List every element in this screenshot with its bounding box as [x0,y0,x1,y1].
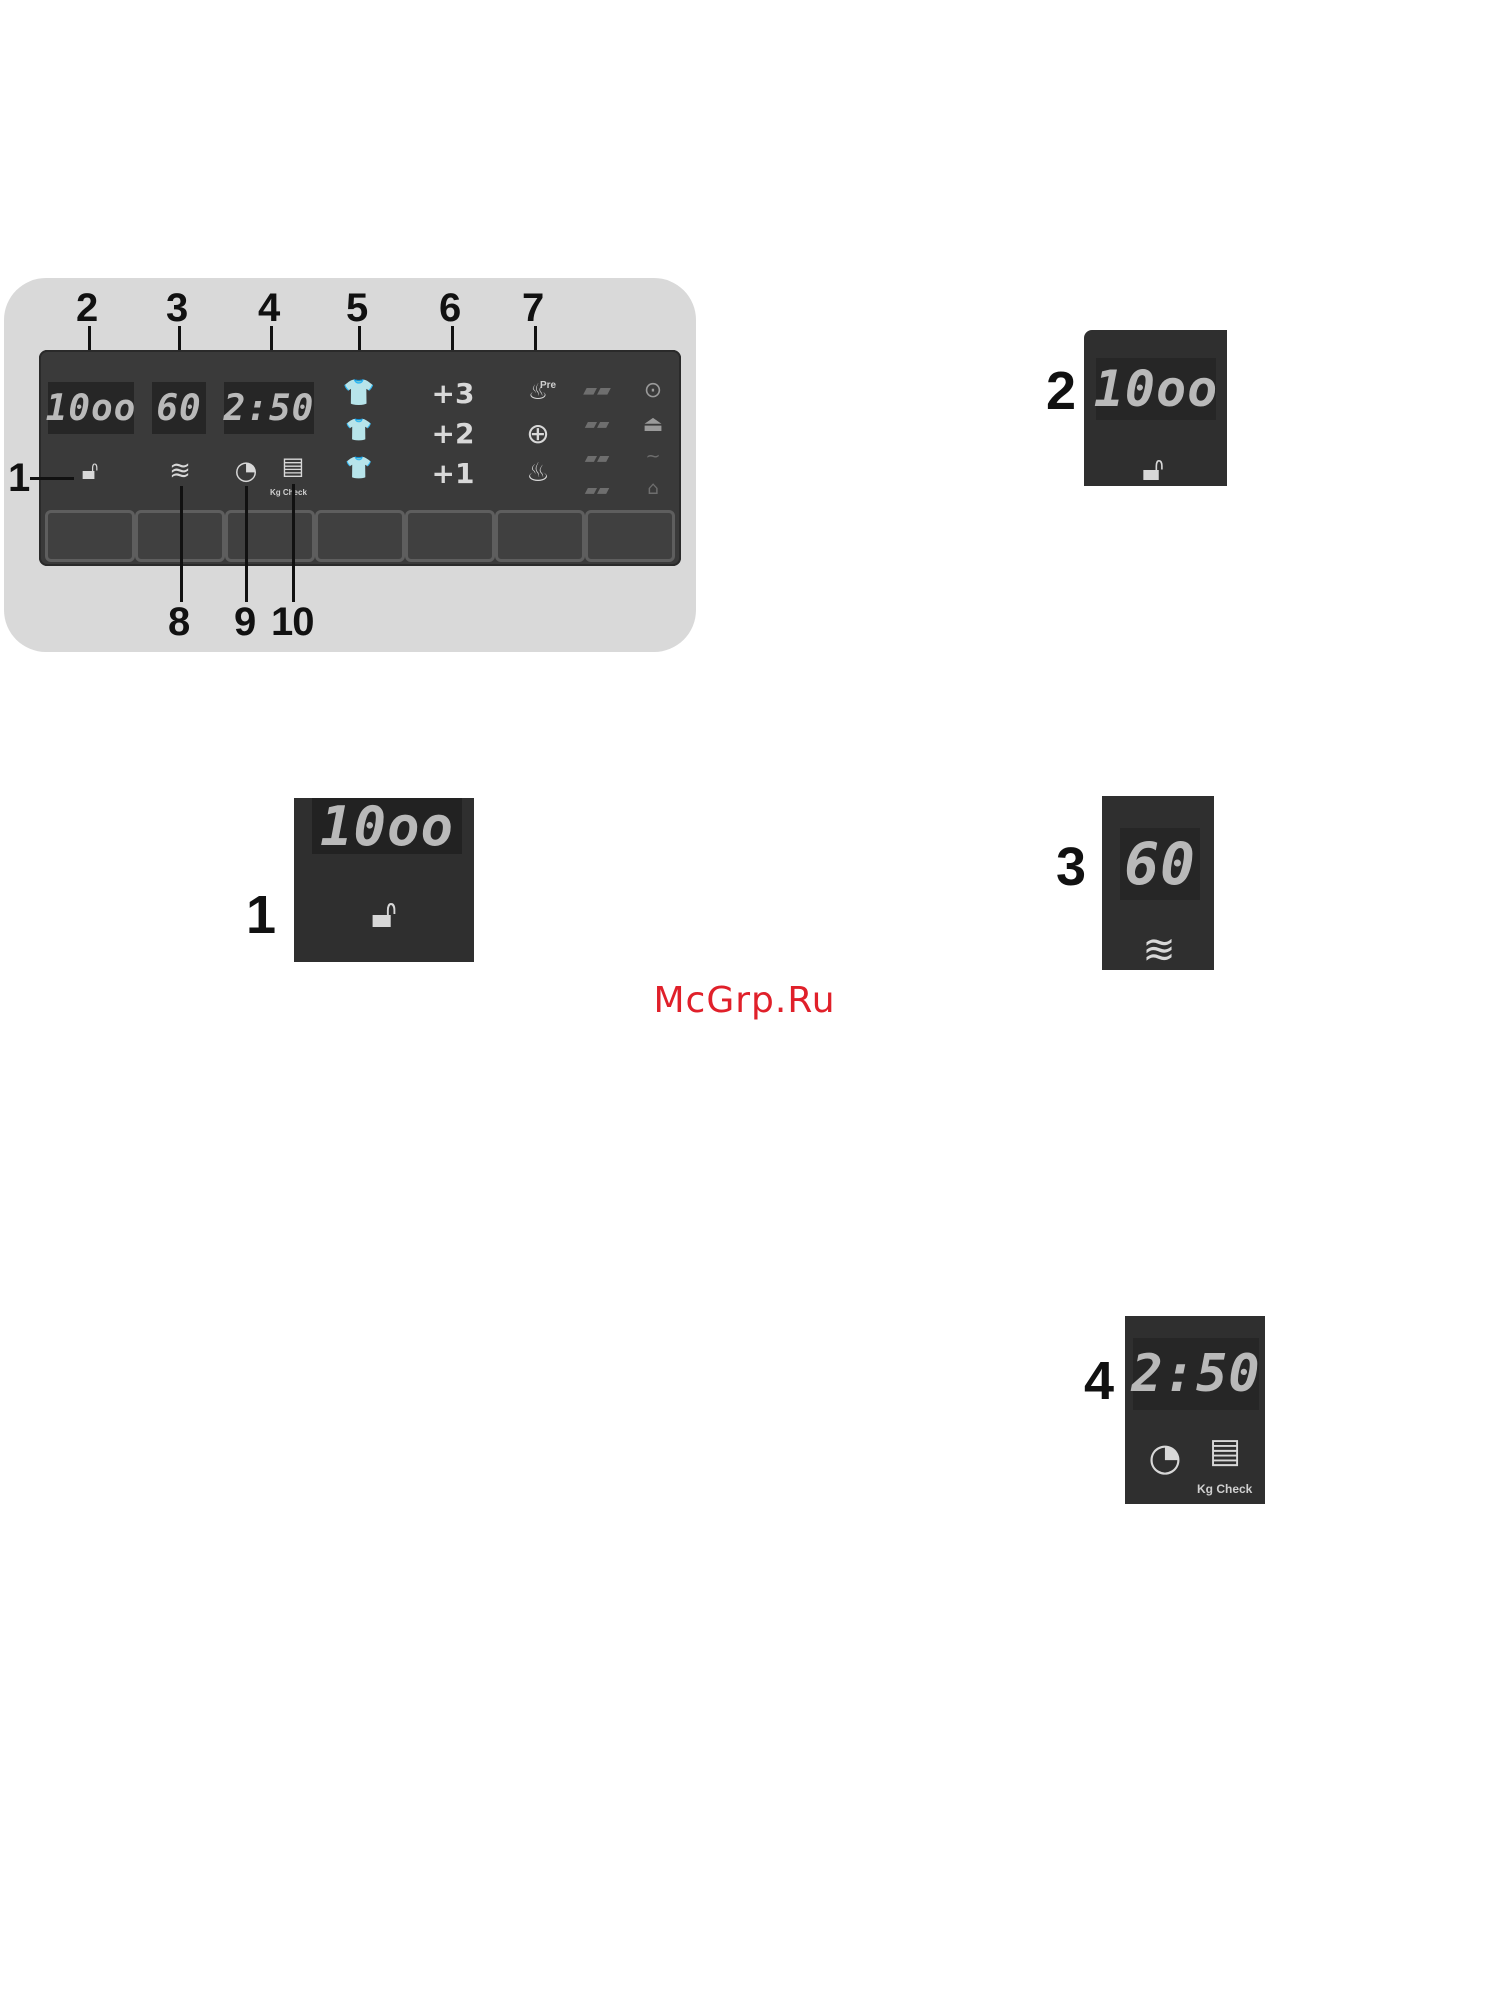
heavy-soil-icon: 👕 [342,380,376,406]
callout-line-9 [245,486,248,602]
kg-check-label: Kg Check [270,488,307,497]
iron-icon: ⏏ [636,414,670,436]
extra-rinse-1-indicator: +1 [428,460,478,488]
inset-4-delay-timer-icon: ◔ [1143,1438,1187,1476]
inset-4-time-display: 2:50 [1133,1338,1259,1410]
dim-indicator-4: ▰▰ [580,482,614,498]
delay-timer-icon: ◔ [230,458,262,484]
inset-4-panel: 2:50 ◔ ▤ Kg Check [1125,1316,1265,1504]
panel-button-7[interactable] [585,510,675,562]
inset-2-spin-display: 10oo [1096,358,1216,420]
steam-icon: ♨ [520,460,556,486]
callout-5: 5 [346,288,367,328]
inset-2-label: 2 [1046,364,1075,418]
callout-2: 2 [76,288,97,328]
inset-4-kg-check-label: Kg Check [1197,1482,1252,1496]
callout-6: 6 [439,288,460,328]
extra-rinse-3-indicator: +3 [428,380,478,408]
inset-2-lock-icon: 🔓︎ [1128,452,1178,486]
panel-button-5[interactable] [405,510,495,562]
callout-4: 4 [258,288,279,328]
temperature-display: 60 [152,382,206,434]
panel-button-6[interactable] [495,510,585,562]
inset-3-wifi-icon: ≋ [1132,930,1186,970]
inset-1-label: 1 [246,888,275,942]
panel-button-4[interactable] [315,510,405,562]
inset-1-spin-display: 10oo [312,798,462,854]
dim-indicator-1: ▰▰ [580,382,614,400]
dim-icon-3: ~ [636,448,670,466]
callout-9: 9 [234,602,255,642]
spin-speed-display: 10oo [48,382,134,434]
wifi-icon: ≋ [162,458,198,484]
inset-3-panel: 60 ≋ [1102,796,1214,970]
spin-icon: ⊙ [636,380,670,402]
dim-indicator-3: ▰▰ [580,450,614,466]
callout-line-10 [292,484,295,602]
panel-button-3[interactable] [225,510,315,562]
callout-1: 1 [8,458,29,498]
dim-icon-4: ⌂ [636,480,670,498]
medium-soil-icon: 👕 [342,420,376,442]
child-lock-icon: 🔓︎ [72,458,108,484]
intensive-icon: ⊕ [520,420,556,448]
inset-1-panel: 10oo 🔓︎ [294,798,474,962]
callout-10: 10 [271,602,314,642]
inset-2-panel: 10oo 🔓︎ [1084,330,1227,486]
inset-4-kg-check-icon: ▤ [1205,1434,1245,1468]
dim-indicator-2: ▰▰ [580,416,614,432]
callout-line-8 [180,486,183,602]
callout-3: 3 [166,288,187,328]
watermark: McGrp.Ru [0,980,1489,1021]
callout-8: 8 [168,602,189,642]
callout-line-1 [30,477,74,480]
inset-3-temp-display: 60 [1120,828,1200,900]
inset-4-label: 4 [1084,1354,1113,1408]
time-display: 2:50 [224,382,314,434]
extra-rinse-2-indicator: +2 [428,420,478,448]
inset-3-label: 3 [1056,840,1085,894]
prewash-label: Pre [540,380,556,391]
panel-button-1[interactable] [45,510,135,562]
kg-check-icon: ▤ [278,454,308,478]
inset-1-lock-icon: 🔓︎ [352,894,416,934]
light-soil-icon: 👕 [342,458,376,480]
callout-7: 7 [522,288,543,328]
